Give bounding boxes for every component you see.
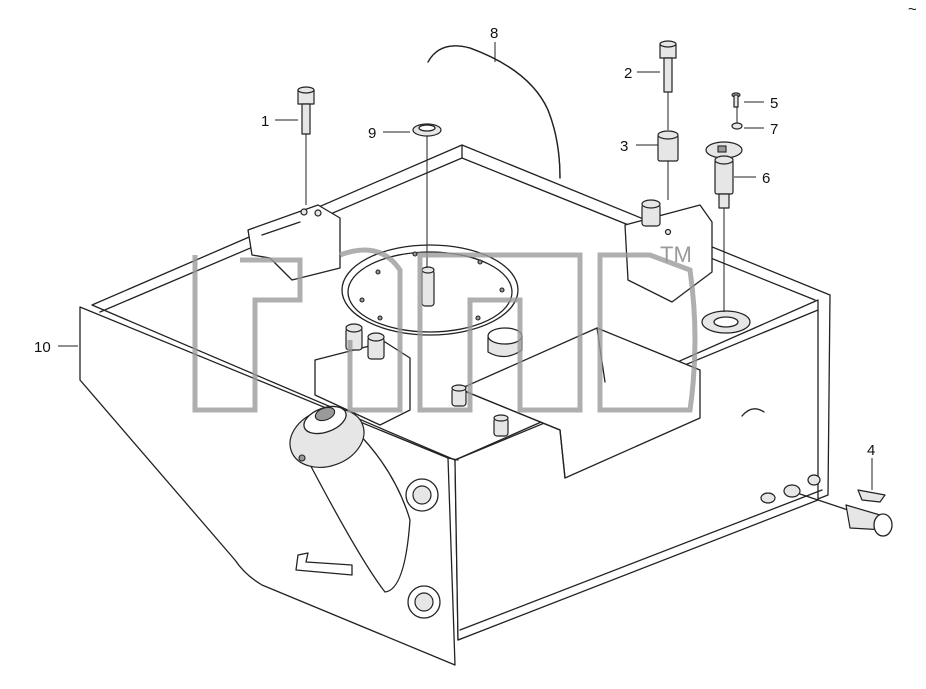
callout-8: 8 bbox=[490, 25, 498, 42]
level-sensor bbox=[705, 141, 743, 312]
callout-2: 2 bbox=[624, 65, 632, 82]
callout-3: 3 bbox=[620, 138, 628, 155]
left-mount-bracket bbox=[247, 204, 341, 281]
sensor-mount-flange bbox=[701, 310, 751, 334]
bolt-left bbox=[297, 86, 315, 205]
callout-leaders bbox=[58, 42, 873, 490]
callout-6: 6 bbox=[762, 170, 770, 187]
plug-boss bbox=[493, 414, 509, 437]
watermark: TM bbox=[192, 242, 698, 413]
small-screw bbox=[731, 92, 741, 108]
bolt-right bbox=[659, 40, 677, 130]
top-boss bbox=[487, 327, 523, 358]
callout-labels: 1 2 3 4 5 6 7 8 9 10 ~ bbox=[34, 1, 917, 459]
callout-9: 9 bbox=[368, 125, 376, 142]
corner-mark: ~ bbox=[908, 1, 917, 18]
filler-cap bbox=[289, 405, 365, 468]
drain-fittings bbox=[760, 474, 821, 504]
drain-valve bbox=[799, 489, 893, 537]
retaining-clip bbox=[741, 408, 765, 417]
callout-10: 10 bbox=[34, 339, 51, 356]
callout-4: 4 bbox=[867, 442, 875, 459]
spacer-sleeve bbox=[657, 130, 679, 200]
callout-5: 5 bbox=[770, 95, 778, 112]
watermark-trademark: TM bbox=[660, 242, 692, 267]
sender-housing bbox=[314, 323, 411, 426]
front-plate bbox=[79, 306, 459, 666]
hose-clamp bbox=[412, 123, 442, 268]
small-boss bbox=[451, 384, 467, 407]
vent-hose bbox=[427, 45, 561, 179]
washer bbox=[731, 107, 743, 130]
tank-top-cover-plate bbox=[341, 244, 519, 336]
callout-1: 1 bbox=[261, 113, 269, 130]
callout-7: 7 bbox=[770, 121, 778, 138]
